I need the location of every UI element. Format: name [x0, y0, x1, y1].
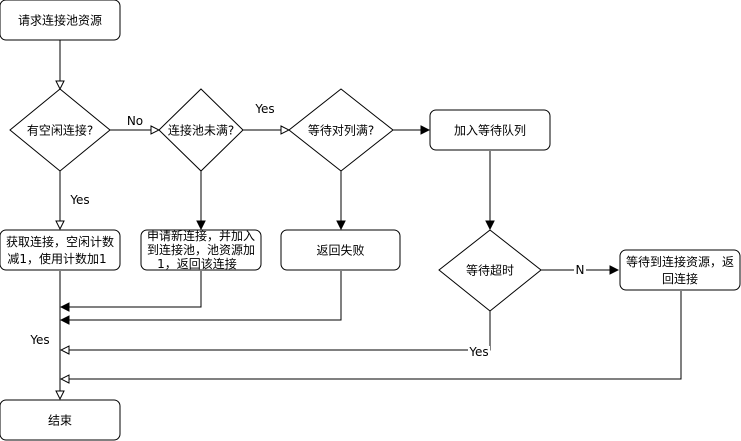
edge-new-conn-merge [61, 271, 202, 307]
node-got-conn-line-2: 回连接 [662, 271, 698, 286]
node-pool-full-check: 连接池未满? [158, 88, 244, 172]
node-got-conn-line-1: 等待到连接资源，返 [626, 254, 734, 269]
edge-got-conn-merge [61, 291, 682, 379]
edge-timeout-yes [61, 311, 491, 350]
edges [60, 40, 682, 399]
node-end: 结束 [0, 399, 121, 441]
node-request-label: 请求连接池资源 [18, 13, 102, 28]
node-acquire-line-1: 获取连接，空闲计数 [6, 234, 114, 249]
edge-label-timeout-no: N [576, 263, 585, 277]
node-end-label: 结束 [48, 414, 72, 428]
node-timeout-check-label: 等待超时 [466, 263, 514, 278]
node-join-queue: 加入等待队列 [429, 109, 551, 151]
node-got-conn: 等待到连接资源，返 回连接 [619, 249, 741, 291]
node-acquire-line-2: 减1，使用计数加1 [7, 251, 106, 266]
node-new-conn-line-2: 到连接池，池资源加 [147, 242, 255, 257]
node-acquire: 获取连接，空闲计数 减1，使用计数加1 [0, 229, 121, 271]
node-join-queue-label: 加入等待队列 [454, 123, 526, 138]
edge-label-merge-yes: Yes [29, 333, 49, 347]
node-timeout-check: 等待超时 [438, 229, 542, 312]
edge-label-pool-yes: Yes [254, 102, 274, 116]
node-idle-check-label: 有空闲连接? [27, 123, 93, 138]
node-queue-full-check-label: 等待对列满? [308, 124, 374, 138]
edge-fail-merge [61, 271, 342, 320]
node-idle-check: 有空闲连接? [9, 88, 111, 172]
node-queue-full-check: 等待对列满? [288, 88, 394, 172]
edge-label-idle-yes: Yes [69, 193, 89, 207]
node-pool-full-check-label: 连接池未满? [168, 123, 234, 138]
edge-label-idle-no: No [127, 114, 143, 128]
node-fail-label: 返回失败 [316, 243, 364, 258]
node-request: 请求连接池资源 [0, 0, 121, 41]
edge-labels: No Yes Yes N Yes Yes [29, 102, 586, 360]
node-new-conn-line-1: 申请新连接，并加入 [147, 228, 255, 243]
node-new-conn: 申请新连接，并加入 到连接池，池资源加 1，返回该连接 [140, 228, 262, 271]
node-fail: 返回失败 [280, 229, 401, 271]
edge-label-timeout-yes: Yes [468, 345, 488, 359]
node-new-conn-line-3: 1，返回该连接 [157, 256, 237, 271]
